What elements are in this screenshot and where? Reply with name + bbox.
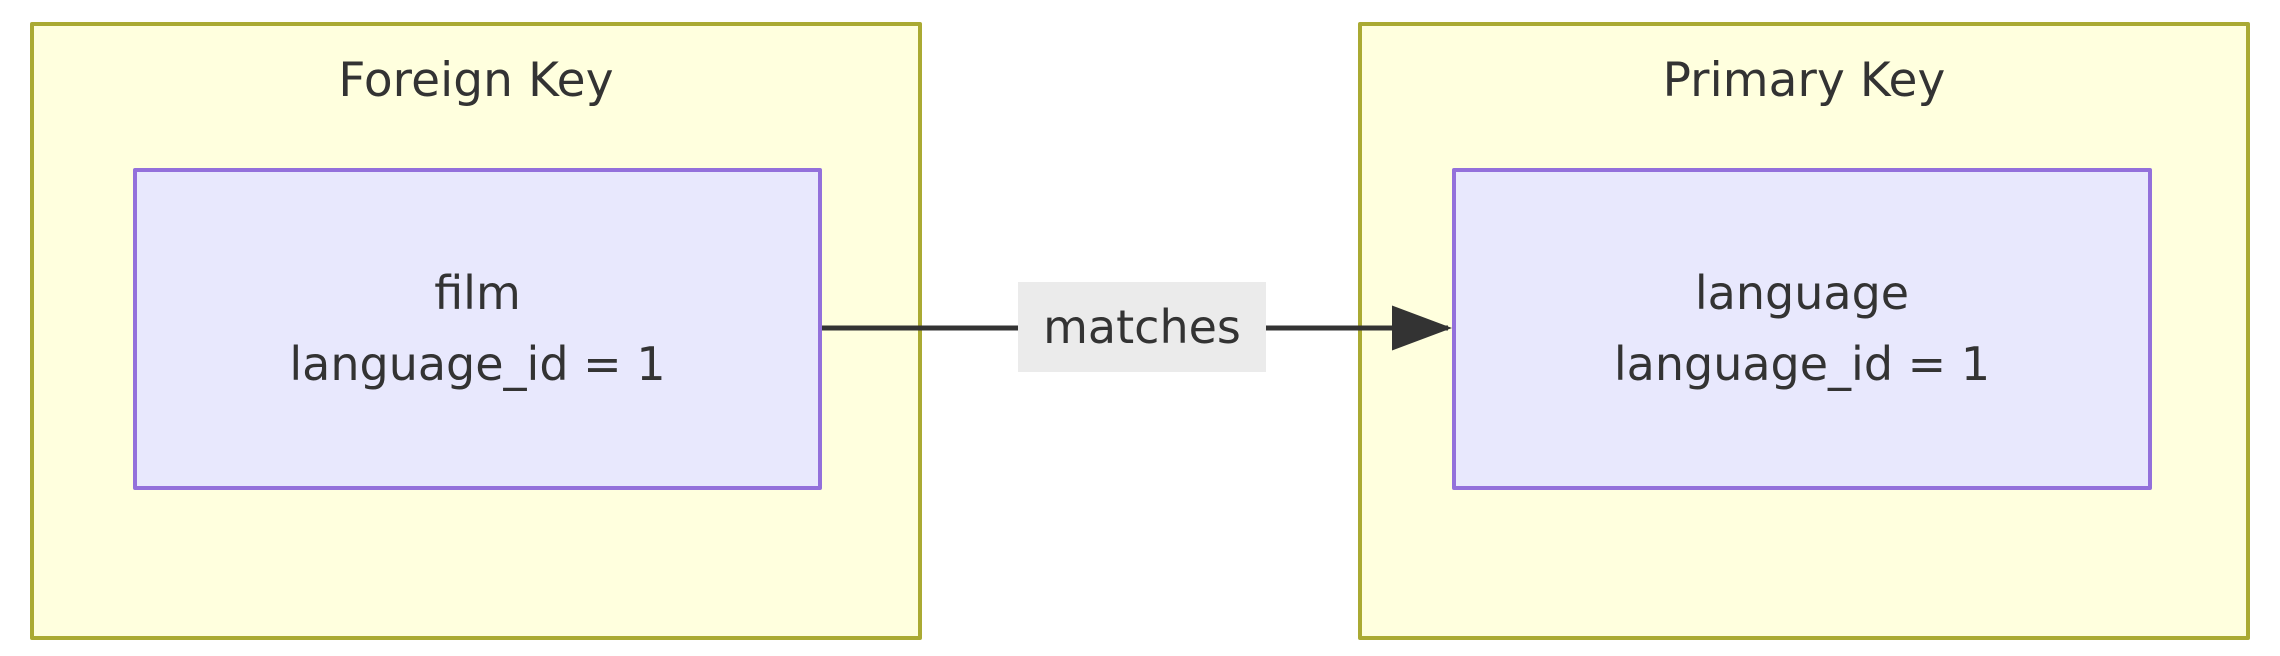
node-language-column-value: language_id = 1 bbox=[1613, 337, 1991, 391]
cluster-title-foreign-key: Foreign Key bbox=[338, 53, 614, 108]
node-film-table-name: film bbox=[434, 266, 521, 321]
node-language[interactable]: language language_id = 1 bbox=[1452, 168, 2152, 490]
node-film[interactable]: film language_id = 1 bbox=[133, 168, 822, 490]
edge-label-text: matches bbox=[1043, 300, 1241, 354]
cluster-title-primary-key: Primary Key bbox=[1662, 53, 1946, 108]
node-language-table-name: language bbox=[1694, 266, 1910, 321]
node-film-column-value: language_id = 1 bbox=[289, 337, 666, 391]
edge-label-matches: matches bbox=[1018, 282, 1266, 372]
